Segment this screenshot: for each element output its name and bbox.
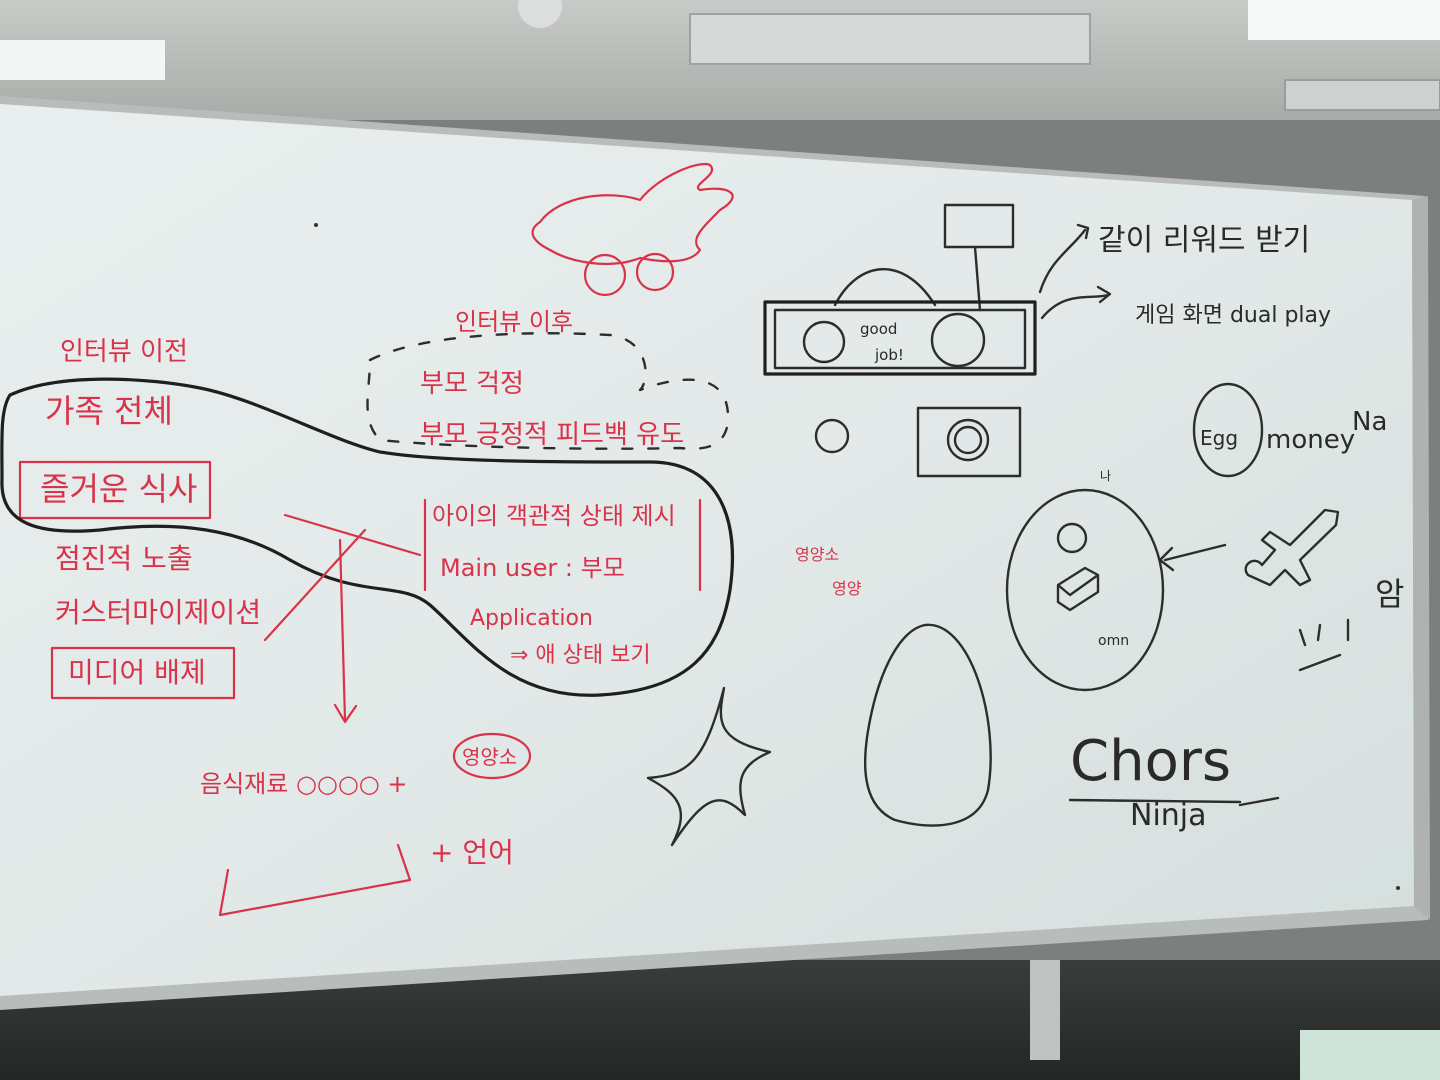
egg-small-label: 나	[1100, 469, 1111, 483]
grouping-outline	[0, 377, 734, 697]
device-text-1: good	[860, 320, 897, 338]
egg-drawing	[863, 623, 992, 827]
center-notes: 인터뷰 이후 부모 걱정 부모 긍정적 피드백 유도 아이의 객관적 상태 제시…	[366, 308, 730, 668]
left-item-2-box	[18, 460, 212, 520]
left-item-3: 점진적 노출	[55, 542, 193, 575]
chef-label: Chors	[1070, 729, 1231, 794]
middle-label: 영양소 영양	[795, 545, 862, 598]
left-item-2: 즐거운 식사	[40, 470, 197, 508]
box-bracket	[423, 498, 702, 592]
bottom-line-1: 음식재료 ○○○○ +	[200, 770, 407, 798]
left-notes-heading: 인터뷰 이전	[60, 337, 188, 367]
device-text-2: job!	[874, 346, 904, 364]
left-notes: 인터뷰 이전 가족 전체 즐거운 식사 점진적 노출 커스터마이제이션 미디어 …	[18, 337, 261, 700]
nest-circle: 나 omn	[1005, 469, 1227, 692]
bottom-bracket	[218, 843, 412, 917]
whiteboard-surface	[0, 104, 1414, 996]
center-heading: 인터뷰 이후	[455, 308, 573, 336]
application-label: Application	[470, 606, 593, 631]
application-sub: ⇒ 애 상태 보기	[510, 643, 651, 668]
side-squiggle	[1298, 618, 1350, 672]
arrow-note-2: 게임 화면 dual play	[1135, 303, 1331, 328]
arrow-note-1: 같이 리워드 받기	[1098, 223, 1310, 258]
egg-label: Egg	[1200, 426, 1238, 450]
bird-doodle	[531, 162, 734, 297]
chef-sub: Ninja	[1130, 798, 1207, 833]
side-text: 암	[1375, 575, 1404, 613]
box-item-2: Main user : 부모	[440, 554, 625, 582]
box-item-1: 아이의 객관적 상태 제시	[432, 502, 676, 530]
left-item-5-box	[50, 646, 236, 700]
ceiling-light	[518, 0, 562, 28]
egg-money: Egg money Na	[1192, 382, 1387, 478]
connector-lines	[263, 513, 422, 724]
circled-note-outline	[452, 732, 532, 780]
middle-label-bottom: 영양	[832, 579, 862, 598]
bottom-notes: 음식재료 ○○○○ + 영양소 + 언어	[200, 732, 532, 917]
circled-note: 영양소	[462, 745, 517, 769]
sword-icon	[1244, 508, 1340, 587]
left-item-5: 미디어 배제	[68, 656, 206, 689]
window-left	[0, 40, 165, 80]
chef-underline	[1068, 796, 1280, 807]
star-icon	[646, 686, 772, 847]
ceiling-vent-2	[1284, 79, 1440, 111]
egg-bottom-label: omn	[1098, 633, 1129, 649]
money-label: money	[1266, 425, 1355, 455]
cloud-item-2: 부모 긍정적 피드백 유도	[420, 420, 684, 450]
table-right	[1300, 1030, 1440, 1080]
board-dot-2	[1396, 886, 1400, 890]
board-dot	[314, 223, 318, 227]
whiteboard-edge	[1412, 196, 1430, 920]
ceiling-vent	[689, 13, 1091, 65]
middle-label-top: 영양소	[795, 545, 839, 564]
na-label: Na	[1352, 407, 1387, 437]
left-item-1: 가족 전체	[45, 392, 173, 430]
chair-base	[1030, 960, 1060, 1060]
left-item-4: 커스터마이제이션	[55, 596, 261, 629]
bottom-line-2: + 언어	[430, 836, 514, 869]
window-right	[1248, 0, 1440, 40]
device-sketch: good job!	[763, 203, 1037, 478]
cloud-item-1: 부모 걱정	[420, 369, 524, 399]
right-arrows	[1038, 223, 1112, 320]
